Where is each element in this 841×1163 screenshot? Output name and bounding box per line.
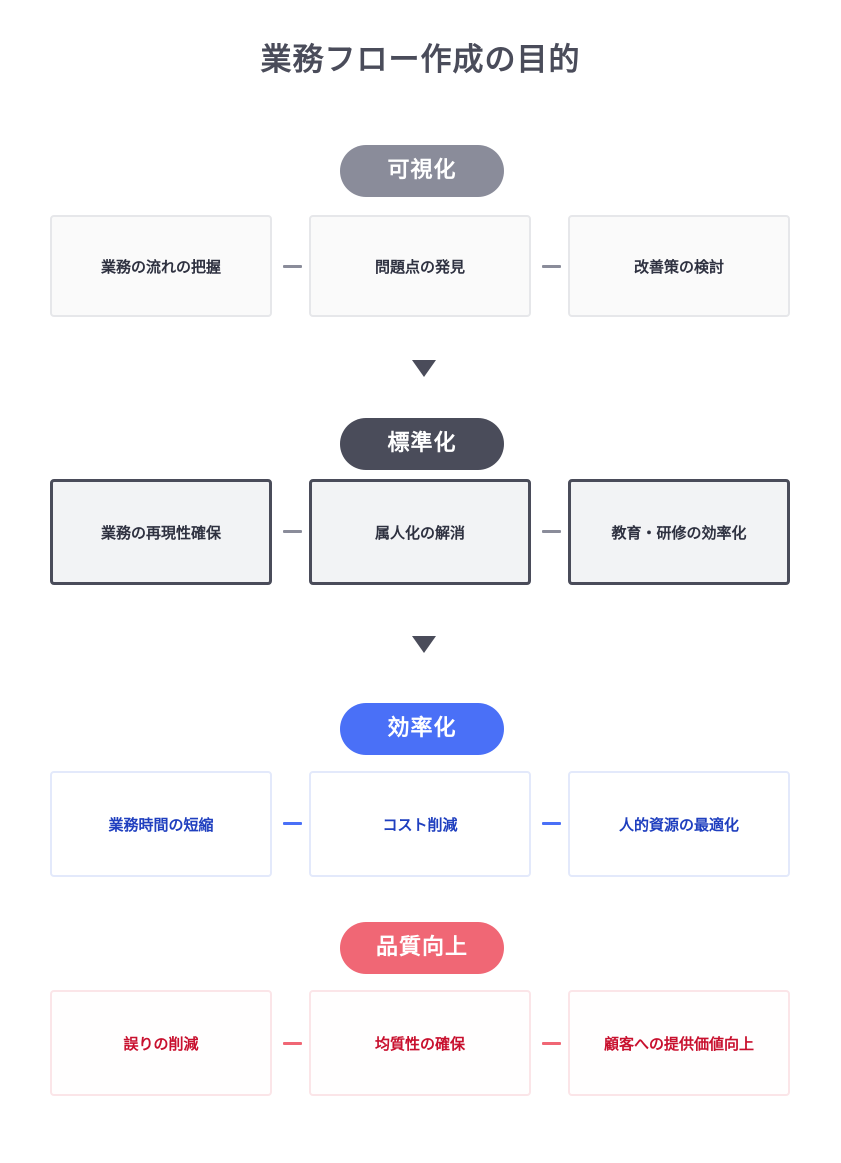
- item-box: 業務の流れの把握: [50, 215, 272, 317]
- connector-line: [542, 822, 561, 825]
- connector-line: [542, 1042, 561, 1045]
- item-box: 人的資源の最適化: [568, 771, 790, 877]
- page-title: 業務フロー作成の目的: [260, 42, 581, 78]
- section-label-efficiency: 効率化: [340, 703, 504, 755]
- item-box: 業務の再現性確保: [50, 479, 272, 585]
- item-box: コスト削減: [309, 771, 531, 877]
- section-label-quality: 品質向上: [340, 922, 504, 974]
- item-box: 誤りの削減: [50, 990, 272, 1096]
- item-box: 均質性の確保: [309, 990, 531, 1096]
- connector-line: [283, 265, 302, 268]
- connector-line: [542, 530, 561, 533]
- connector-line: [542, 265, 561, 268]
- arrow-down-icon: [412, 636, 436, 653]
- item-box: 属人化の解消: [309, 479, 531, 585]
- section-label-visualize: 可視化: [340, 145, 504, 197]
- item-box: 教育・研修の効率化: [568, 479, 790, 585]
- item-box: 改善策の検討: [568, 215, 790, 317]
- connector-line: [283, 1042, 302, 1045]
- connector-line: [283, 530, 302, 533]
- item-box: 問題点の発見: [309, 215, 531, 317]
- item-box: 顧客への提供価値向上: [568, 990, 790, 1096]
- item-box: 業務時間の短縮: [50, 771, 272, 877]
- section-label-standardize: 標準化: [340, 418, 504, 470]
- connector-line: [283, 822, 302, 825]
- arrow-down-icon: [412, 360, 436, 377]
